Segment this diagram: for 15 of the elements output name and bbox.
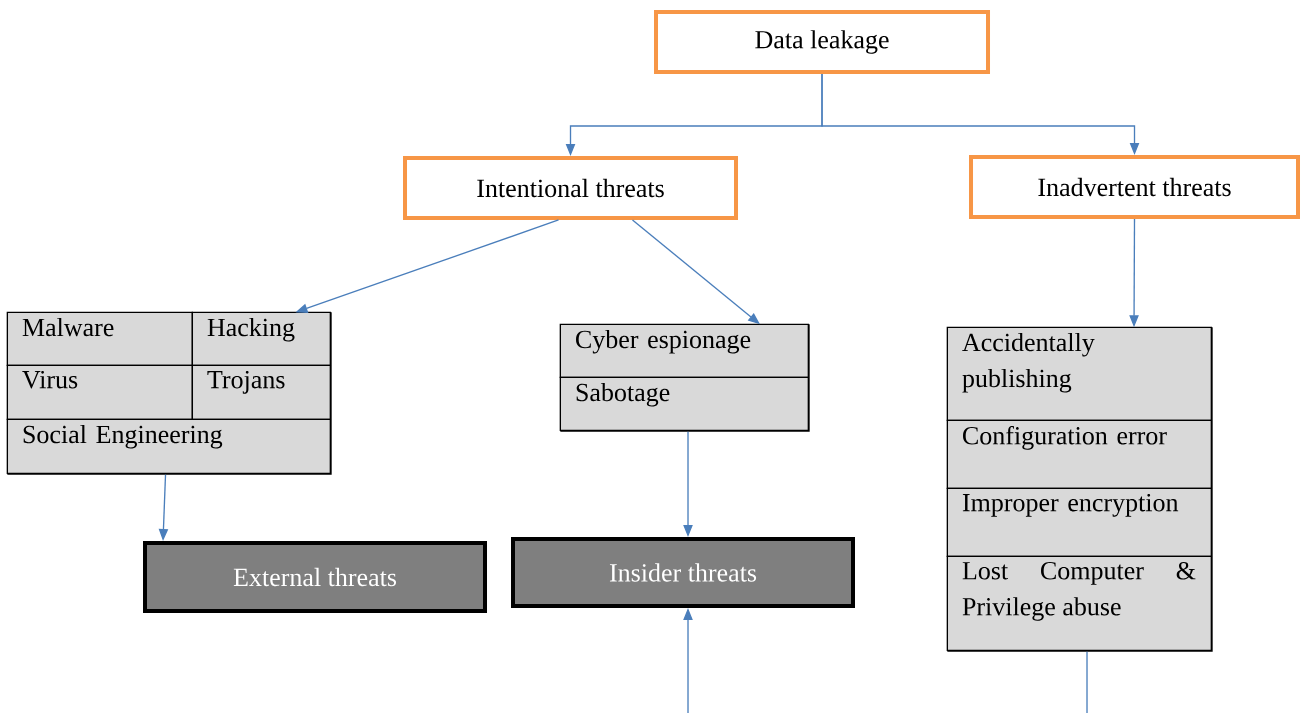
category-box: Inadvertent threats xyxy=(969,155,1300,219)
threat-box: External threats xyxy=(143,541,487,613)
table-cell: Virus xyxy=(6,364,193,420)
category-box: Intentional threats xyxy=(403,156,738,220)
table-cell: Trojans xyxy=(191,364,331,420)
table-cell: Improper encryption xyxy=(946,487,1212,557)
table-cell: Configuration error xyxy=(946,419,1212,489)
table-cell: Malware xyxy=(6,311,193,366)
table-cell: Lost Computer & Privilege abuse xyxy=(946,555,1212,651)
table-cell: Sabotage xyxy=(559,376,809,431)
table-cell: Accidentally publishing xyxy=(946,326,1212,421)
threat-box: Insider threats xyxy=(511,537,855,608)
table-cell: Hacking xyxy=(191,311,331,366)
table-cell: Cyber espionage xyxy=(559,323,809,378)
category-box: Data leakage xyxy=(654,10,990,74)
